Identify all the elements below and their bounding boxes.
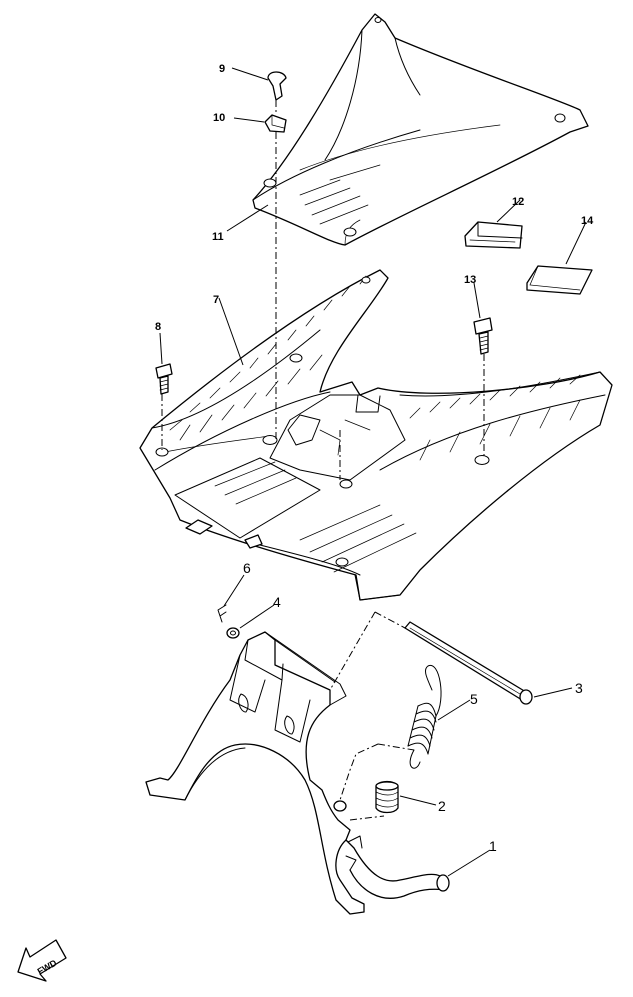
fwd-arrow: FWD — [17, 939, 67, 982]
bolt-right-part — [473, 317, 493, 355]
callout-labels: 9 10 11 12 14 13 8 7 6 4 5 3 2 1 — [155, 63, 594, 854]
bolt-left-part — [155, 363, 173, 395]
callout-10: 10 — [213, 112, 225, 124]
callout-6: 6 — [243, 560, 251, 576]
callout-1: 1 — [489, 838, 497, 854]
nut-top-part — [264, 114, 287, 133]
spring-small-part — [375, 780, 399, 814]
callout-8: 8 — [155, 321, 161, 333]
shaft-part — [404, 621, 533, 705]
callout-11: 11 — [212, 231, 224, 243]
footrest-board-part — [139, 269, 613, 601]
callout-12: 12 — [512, 196, 524, 208]
screw-top-part — [267, 71, 287, 101]
washer-part — [226, 627, 240, 639]
callout-2: 2 — [438, 798, 446, 814]
callout-3: 3 — [575, 680, 583, 696]
callout-9: 9 — [219, 63, 225, 75]
stand-part — [145, 631, 450, 915]
callout-5: 5 — [470, 691, 478, 707]
callout-13: 13 — [464, 274, 476, 286]
callout-4: 4 — [273, 594, 281, 610]
leader-lines — [159, 67, 587, 877]
clip-part — [217, 604, 227, 623]
damper-part — [464, 221, 523, 249]
cover-part — [252, 13, 589, 246]
callout-7: 7 — [213, 294, 219, 306]
pad-part — [526, 265, 593, 295]
spring-long-part — [407, 665, 442, 769]
assembly-lines — [161, 100, 485, 821]
callout-14: 14 — [581, 215, 594, 227]
